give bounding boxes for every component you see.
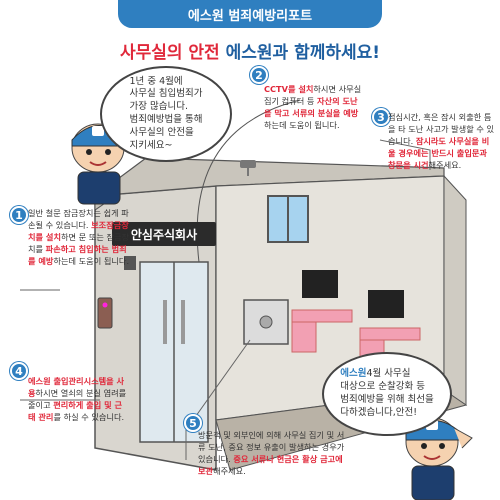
- speech-bottom-brand: 에스원: [340, 368, 367, 380]
- roof-edge: [92, 157, 445, 197]
- access-control-pad: [97, 297, 113, 329]
- right-wall: [443, 174, 467, 406]
- report-banner: 에스원 범죄예방리포트: [118, 0, 382, 28]
- tip-5-badge: 5: [184, 414, 202, 432]
- speech-bubble-bottom: 에스원4월 사무실 대상으로 순찰강화 등 범죄예방을 위해 최선을 다하겠습니…: [322, 352, 452, 436]
- tip-4-text: 에스원 출입관리시스템을 사용하시면 열쇠의 분실 염려를 줄이고 편리하게 출…: [28, 376, 127, 422]
- desk-1: [291, 309, 353, 323]
- tip-1-text: 일반 철문 잠금장치는 쉽게 파손될 수 있습니다. 보조잠금장치를 설치하면 …: [28, 208, 130, 266]
- speech-top-text: 1년 중 4월에 사무실 침입범죄가 가장 많습니다. 범죄예방법을 통해 사무…: [129, 75, 203, 151]
- auxiliary-lock: [124, 256, 136, 270]
- speech-bottom-text: 4월 사무실 대상으로 순찰강화 등 범죄예방을 위해 최선을 다하겠습니다,안…: [340, 368, 434, 418]
- company-sign: 안심주식회사: [112, 222, 216, 246]
- speech-bubble-top: 1년 중 4월에 사무실 침입범죄가 가장 많습니다. 범죄예방법을 통해 사무…: [100, 66, 232, 162]
- tip-3-text: 점심시간, 혹은 잠시 외출한 틈을 타 도난 사고가 발생할 수 있습니다. …: [388, 112, 495, 170]
- tip-2-text: CCTV를 설치하시면 사무실 집기 컴퓨터 등 자산의 도난을 막고 서류의 …: [264, 84, 362, 130]
- tip-1-badge: 1: [10, 206, 28, 224]
- chair-1: [291, 321, 317, 353]
- headline-highlight: 사무실의 안전: [119, 43, 220, 63]
- tip-3-badge: 3: [372, 108, 390, 126]
- tip-2-badge: 2: [250, 66, 268, 84]
- tip-4-badge: 4: [10, 362, 28, 380]
- tip-5-text: 방문객 및 외부인에 의해 사무실 집기 및 서류 도난, 중요 정보 유출이 …: [198, 430, 345, 476]
- monitor-1: [302, 270, 338, 298]
- monitor-2: [368, 290, 404, 318]
- cctv-camera: [240, 160, 256, 168]
- desk-2: [359, 327, 421, 341]
- company-sign-text: 안심주식회사: [130, 227, 198, 242]
- headline: 사무실의 안전 에스원과 함께하세요!: [80, 38, 420, 63]
- headline-rest: 에스원과 함께하세요!: [219, 43, 381, 63]
- report-title: 에스원 범죄예방리포트: [187, 8, 313, 24]
